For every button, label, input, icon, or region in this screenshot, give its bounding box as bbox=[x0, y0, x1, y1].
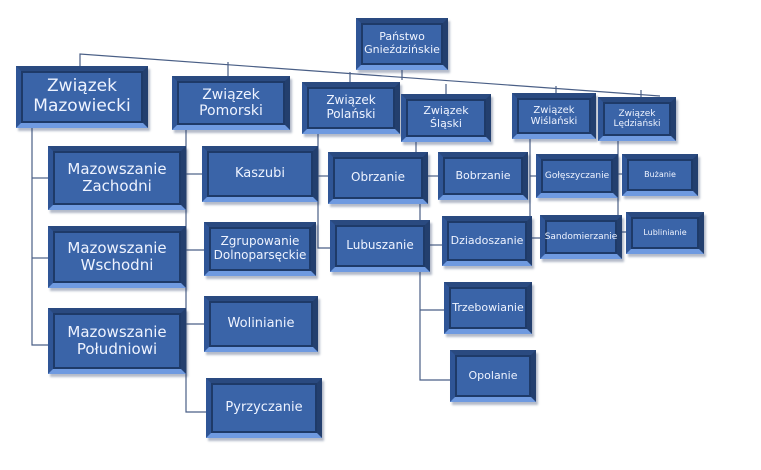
node-union-wislanski[interactable]: Związek Wiślański bbox=[512, 93, 596, 139]
node-tribe[interactable]: Gołęszyczanie bbox=[536, 154, 618, 198]
node-union-polanski[interactable]: Związek Polański bbox=[302, 82, 400, 134]
node-tribe[interactable]: Mazowszanie Południowi bbox=[48, 308, 186, 374]
node-root[interactable]: Państwo Gnieździńskie bbox=[356, 18, 448, 70]
node-union-ledzianski[interactable]: Związek Lędziański bbox=[598, 97, 676, 141]
node-tribe[interactable]: Bużanie bbox=[622, 154, 698, 196]
node-union-slaski[interactable]: Związek Śląski bbox=[401, 94, 491, 142]
node-tribe[interactable]: Bobrzanie bbox=[438, 152, 528, 200]
node-tribe[interactable]: Mazowszanie Wschodni bbox=[48, 226, 186, 288]
node-tribe[interactable]: Dziadoszanie bbox=[442, 216, 532, 266]
node-tribe[interactable]: Obrzanie bbox=[328, 152, 428, 204]
node-tribe[interactable]: Lubuszanie bbox=[330, 220, 430, 272]
node-union-pomorski[interactable]: Związek Pomorski bbox=[172, 76, 290, 130]
node-union-mazowiecki[interactable]: Związek Mazowiecki bbox=[16, 66, 148, 128]
node-tribe[interactable]: Zgrupowanie Dolnoparsęckie bbox=[204, 222, 316, 276]
node-tribe[interactable]: Trzebowianie bbox=[444, 282, 532, 334]
node-tribe[interactable]: Wolinianie bbox=[204, 296, 318, 352]
node-tribe[interactable]: Opolanie bbox=[450, 350, 536, 402]
node-tribe[interactable]: Lublinianie bbox=[626, 212, 704, 254]
node-tribe[interactable]: Kaszubi bbox=[202, 146, 318, 202]
node-tribe[interactable]: Pyrzyczanie bbox=[206, 378, 322, 438]
node-tribe[interactable]: Mazowszanie Zachodni bbox=[48, 146, 186, 210]
node-tribe[interactable]: Sandomierzanie bbox=[540, 215, 622, 259]
